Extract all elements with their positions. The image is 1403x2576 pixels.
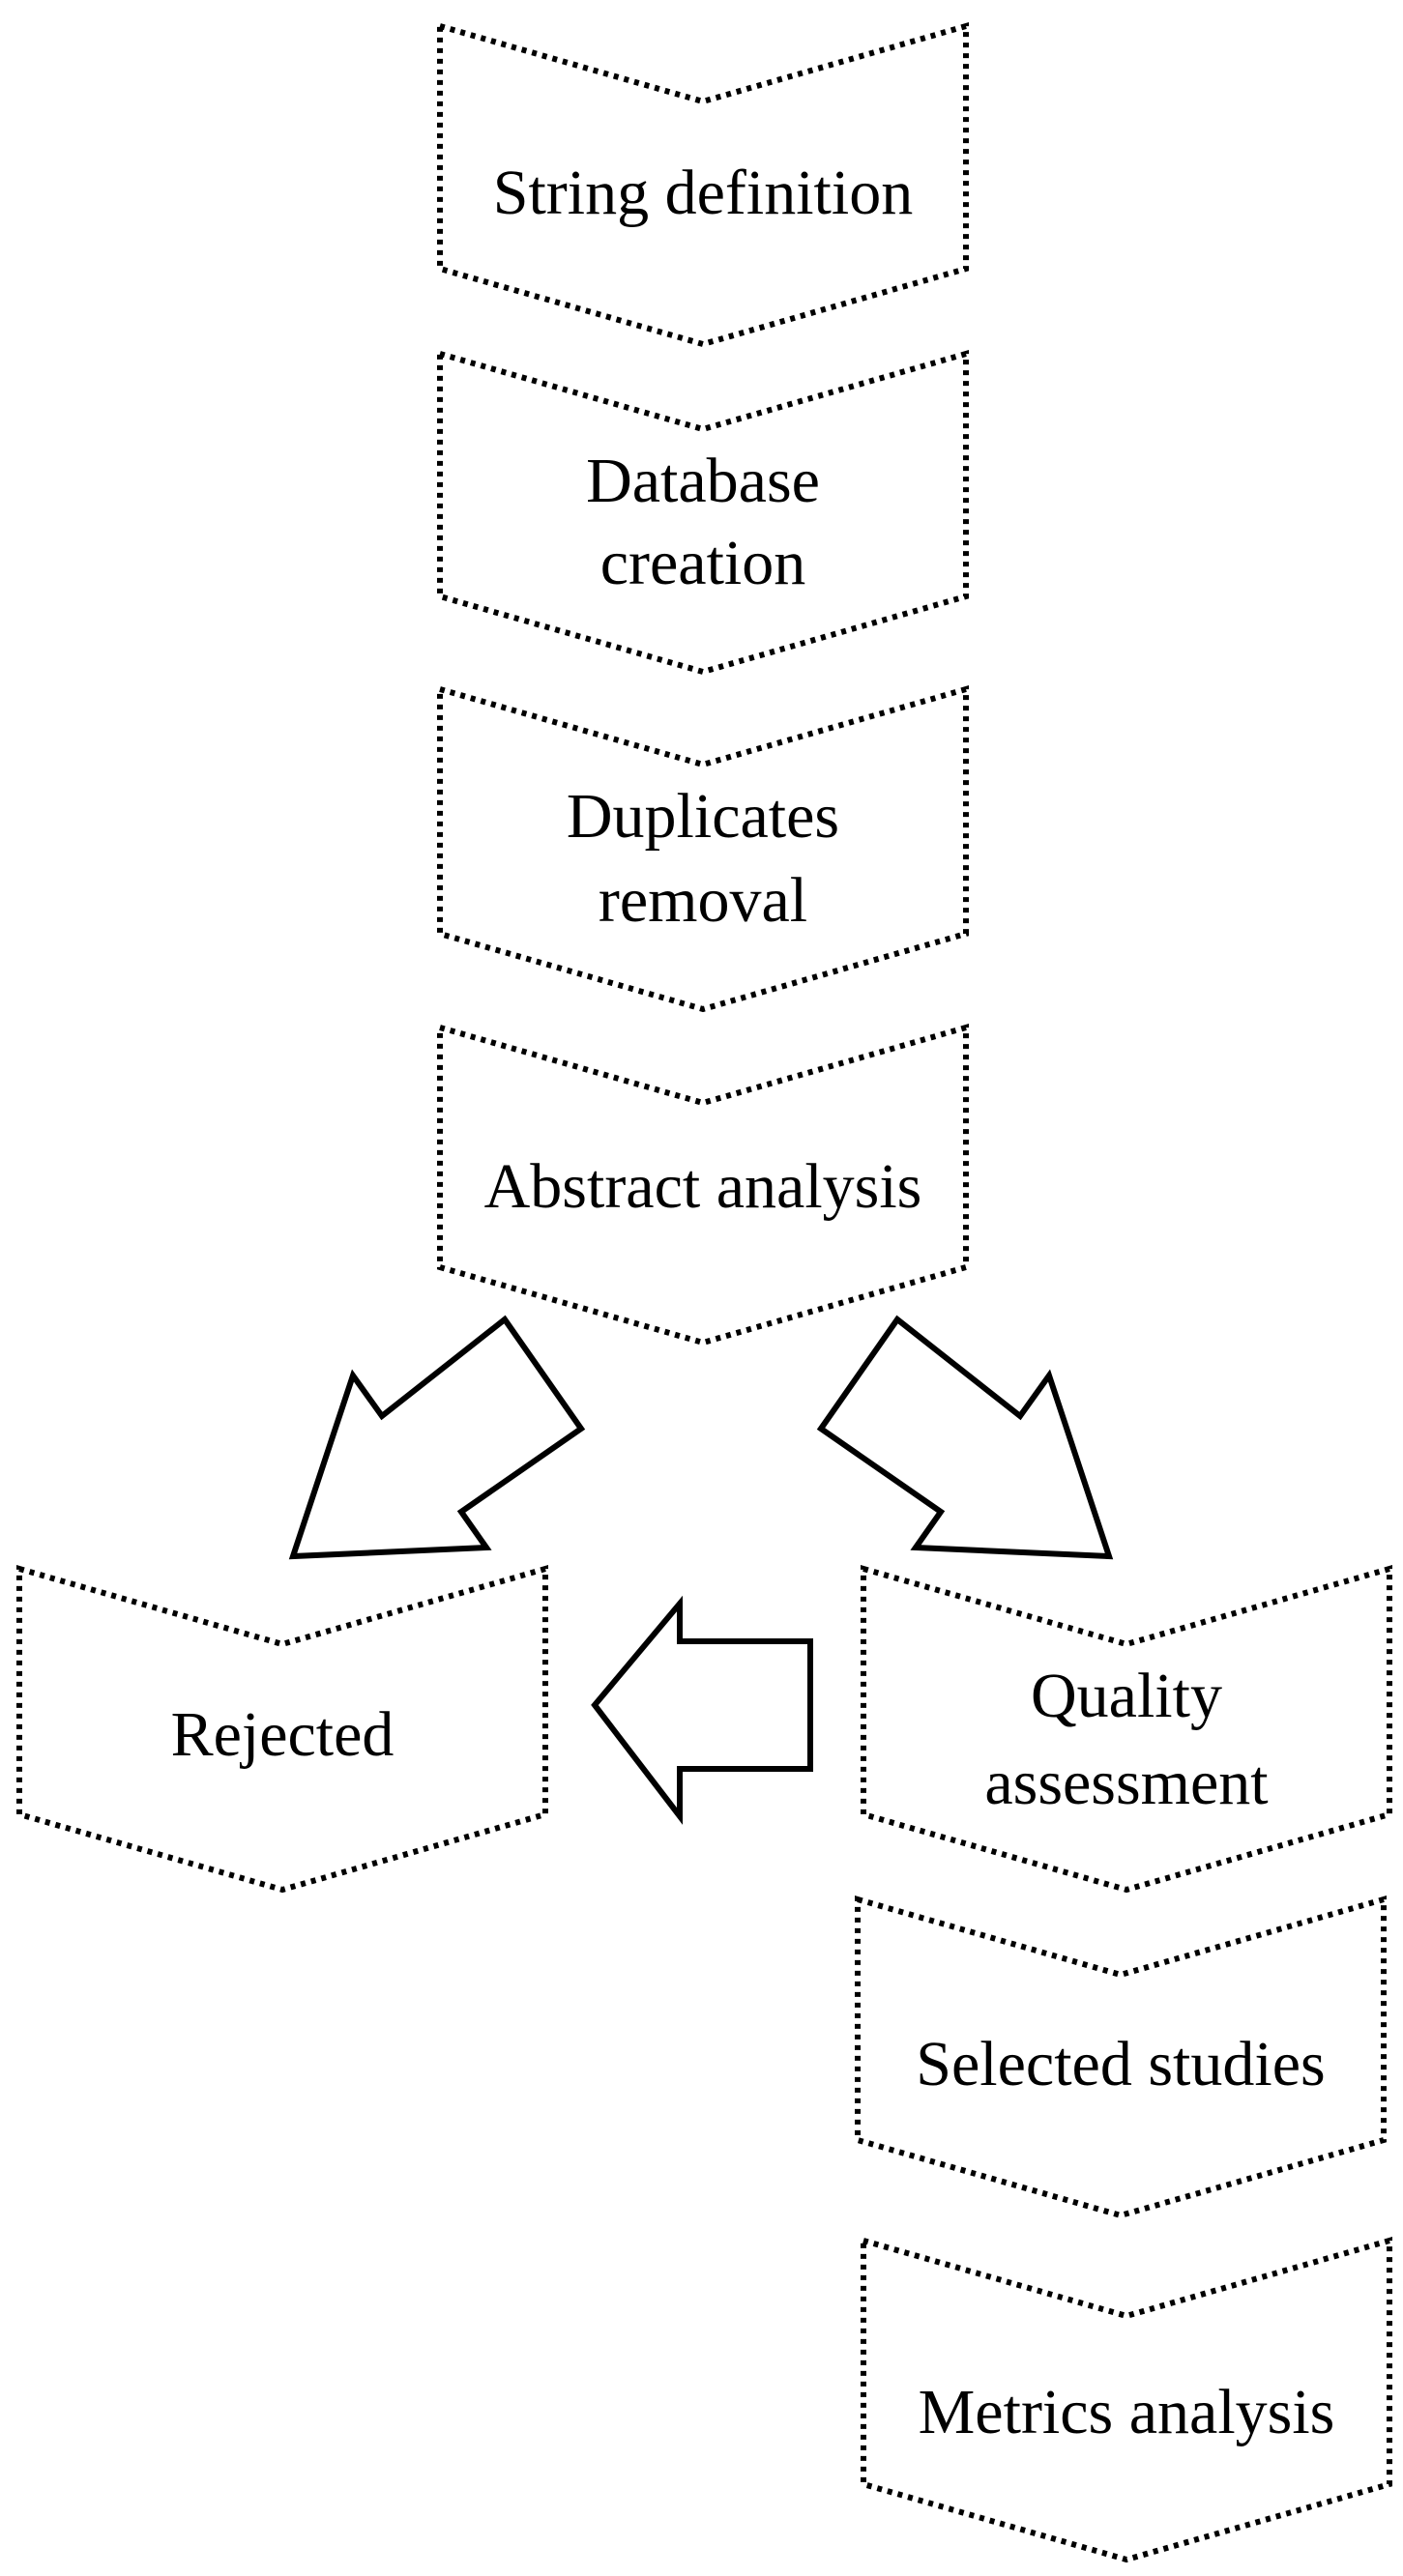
step-label-line-1: Duplicates <box>567 781 839 852</box>
step-label-line-1: Rejected <box>171 1699 395 1770</box>
step-label-line-1: Database <box>586 446 820 516</box>
step-label-line-1: Abstract analysis <box>484 1151 922 1222</box>
step-label-line-2: assessment <box>984 1748 1268 1818</box>
block-arrow-down-left-icon <box>288 1315 586 1560</box>
block-arrow-down-right-icon <box>816 1315 1114 1560</box>
step-rejected: Rejected <box>16 1565 548 1894</box>
step-label-line-1: String definition <box>493 158 913 228</box>
step-label-line-2: creation <box>600 528 806 598</box>
step-metrics-analysis: Metrics analysis <box>861 2237 1392 2563</box>
step-label-line-1: Metrics analysis <box>919 2377 1335 2447</box>
chevron-shape <box>437 685 969 1013</box>
chevron-shape <box>855 1896 1387 2219</box>
chevron-shape <box>437 22 969 348</box>
step-label-line-2: removal <box>599 865 807 936</box>
step-label-line-1: Selected studies <box>916 2029 1325 2099</box>
step-abstract-analysis: Abstract analysis <box>437 1024 969 1346</box>
chevron-shape <box>861 1565 1392 1894</box>
chevron-shape <box>437 1024 969 1346</box>
step-label-line-1: Quality <box>1031 1661 1222 1731</box>
step-quality-assessment: Quality assessment <box>861 1565 1392 1894</box>
chevron-shape <box>437 350 969 676</box>
step-duplicates-removal: Duplicates removal <box>437 685 969 1013</box>
chevron-shape <box>861 2237 1392 2563</box>
chevron-shape <box>16 1565 548 1894</box>
step-selected-studies: Selected studies <box>855 1896 1387 2219</box>
step-string-definition: String definition <box>437 22 969 348</box>
block-arrow-left-icon <box>591 1595 813 1825</box>
step-database-creation: Database creation <box>437 350 969 676</box>
